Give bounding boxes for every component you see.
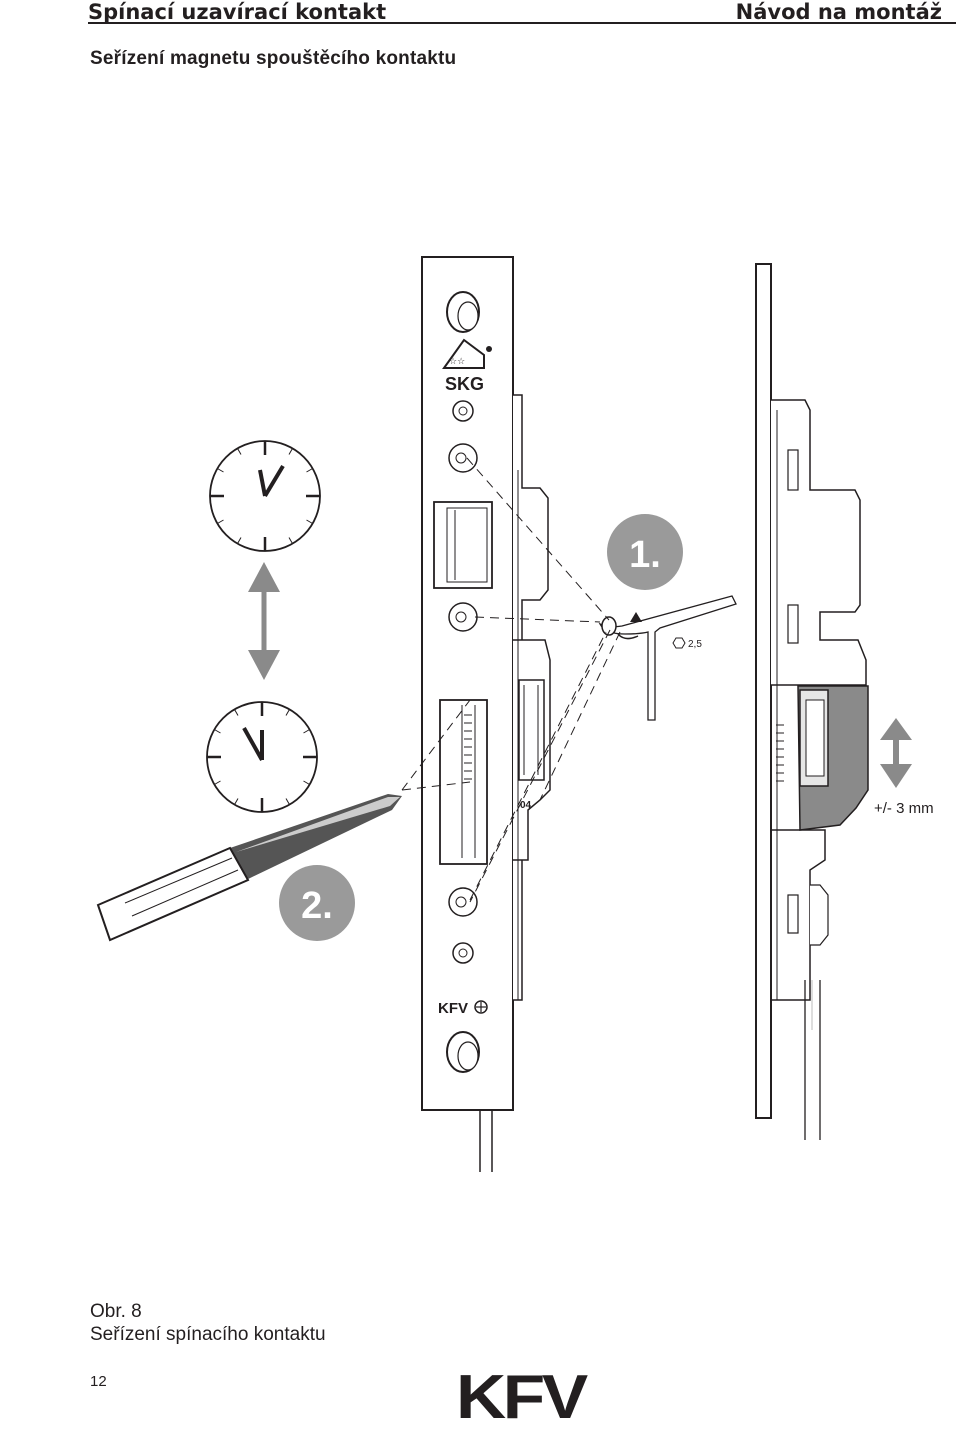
svg-text:04: 04 bbox=[520, 800, 532, 811]
figure-caption: Seřízení spínacího kontaktu bbox=[90, 1324, 326, 1345]
adjust-range-label: +/- 3 mm bbox=[874, 800, 934, 817]
svg-text:☆☆: ☆☆ bbox=[449, 357, 465, 367]
installation-figure: 04 ☆☆ SKG bbox=[96, 256, 934, 1172]
figure-number: Obr. 8 bbox=[90, 1301, 142, 1322]
adjust-arrow bbox=[880, 718, 912, 788]
clock-top-icon bbox=[209, 440, 321, 552]
step1-badge bbox=[607, 514, 683, 590]
page-number: 12 bbox=[90, 1373, 107, 1390]
step1-label: 1. bbox=[629, 534, 661, 576]
frame-part bbox=[755, 263, 869, 1140]
step2-label: 2. bbox=[301, 885, 333, 927]
section-title: Seřízení magnetu spouštěcího kontaktu bbox=[90, 48, 457, 69]
header-rule bbox=[88, 22, 956, 24]
header-left-title: Spínací uzavírací kontakt bbox=[88, 0, 387, 24]
hex-key: 2,5 bbox=[598, 595, 737, 721]
kfv-plate-mark: KFV bbox=[438, 1000, 468, 1017]
skg-mark: SKG bbox=[445, 374, 484, 394]
clock-bottom-icon bbox=[206, 701, 318, 813]
faceplate: 04 ☆☆ SKG bbox=[421, 256, 551, 1172]
step2-badge bbox=[279, 865, 355, 941]
guide-lines bbox=[401, 457, 621, 903]
header-right-title: Návod na montáž bbox=[735, 0, 942, 24]
rotate-arrow bbox=[248, 562, 280, 680]
kfv-logo: KFV bbox=[456, 1363, 588, 1432]
hex-key-size: 2,5 bbox=[688, 639, 702, 650]
screwdriver bbox=[96, 794, 402, 942]
